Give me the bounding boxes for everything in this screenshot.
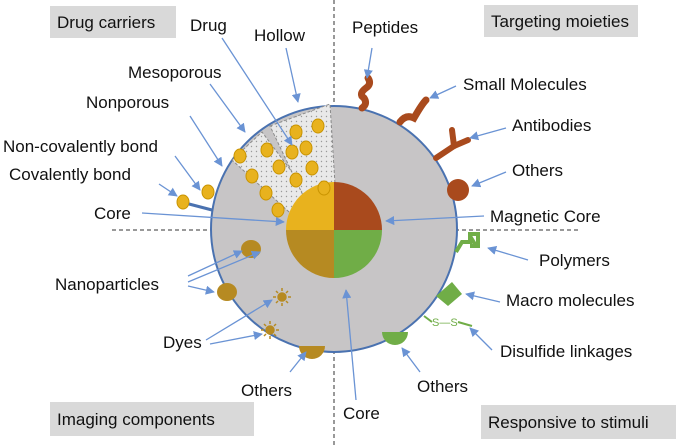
drug-dot bbox=[260, 142, 274, 158]
others-responsive-shape bbox=[382, 332, 408, 345]
label-antibodies: Antibodies bbox=[512, 116, 591, 135]
label-core-left: Core bbox=[94, 204, 131, 223]
drug-dot bbox=[289, 172, 303, 188]
label-macro-molecules: Macro molecules bbox=[506, 291, 635, 310]
drug-dot bbox=[201, 184, 215, 200]
label-small-molecules: Small Molecules bbox=[463, 75, 587, 94]
others-target-shape bbox=[447, 179, 469, 201]
label-others-right-top: Others bbox=[512, 161, 563, 180]
quadrant-title-responsive-to-stimuli: Responsive to stimuli bbox=[488, 413, 649, 432]
dye-sun-icon bbox=[261, 321, 279, 339]
drug-dot bbox=[271, 202, 285, 218]
label-mesoporous: Mesoporous bbox=[128, 63, 222, 82]
label-dyes: Dyes bbox=[163, 333, 202, 352]
quadrant-box-imaging-components: Imaging components bbox=[50, 402, 254, 436]
label-hollow: Hollow bbox=[254, 26, 306, 45]
drug-dot bbox=[289, 124, 303, 140]
drug-dot bbox=[317, 180, 331, 196]
disulfide-shape: S—S bbox=[423, 315, 473, 329]
quadrant-title-drug-carriers: Drug carriers bbox=[57, 13, 155, 32]
drug-dot bbox=[245, 168, 259, 184]
drug-dot bbox=[285, 144, 299, 160]
drug-molecules bbox=[176, 118, 331, 218]
imaging-core bbox=[286, 230, 334, 278]
quadrant-title-imaging-components: Imaging components bbox=[57, 410, 215, 429]
drug-dot bbox=[259, 185, 273, 201]
quadrant-box-targeting-moieties: Targeting moieties bbox=[484, 5, 638, 37]
drug-dot bbox=[176, 194, 190, 210]
antibody-shape bbox=[433, 127, 471, 161]
small-molecule-shape bbox=[396, 96, 430, 126]
drug-dot bbox=[233, 148, 247, 164]
label-others-left-bottom: Others bbox=[241, 381, 292, 400]
quadrant-box-drug-carriers: Drug carriers bbox=[50, 6, 176, 38]
drug-dot bbox=[272, 159, 286, 175]
drug-dot bbox=[305, 160, 319, 176]
label-drug: Drug bbox=[190, 16, 227, 35]
label-magnetic-core: Magnetic Core bbox=[490, 207, 601, 226]
drug-dot bbox=[311, 118, 325, 134]
covalent-bond-linker bbox=[188, 202, 213, 212]
pointer-arrows bbox=[141, 37, 529, 401]
peptide-shape bbox=[357, 74, 374, 112]
label-core-bottom: Core bbox=[343, 404, 380, 423]
label-peptides: Peptides bbox=[352, 18, 418, 37]
label-disulfide-linkages: Disulfide linkages bbox=[500, 342, 632, 361]
label-nonporous: Nonporous bbox=[86, 93, 169, 112]
label-noncovalent: Non-covalently bond bbox=[3, 137, 158, 156]
responsive-core bbox=[334, 230, 382, 278]
quadrant-title-targeting-moieties: Targeting moieties bbox=[491, 12, 629, 31]
magnetic-core bbox=[334, 182, 382, 230]
polymer-shape bbox=[454, 232, 480, 254]
nanoparticle-dot bbox=[217, 283, 237, 301]
drug-dot bbox=[299, 140, 313, 156]
disulfide-glyph: S—S bbox=[432, 317, 458, 329]
label-nanoparticles: Nanoparticles bbox=[55, 275, 159, 294]
label-covalent: Covalently bond bbox=[9, 165, 131, 184]
others-imaging-shape bbox=[299, 346, 325, 359]
dye-sun-icon bbox=[273, 288, 291, 306]
macro-molecule-shape bbox=[436, 282, 462, 306]
label-others-right-bottom: Others bbox=[417, 377, 468, 396]
label-polymers: Polymers bbox=[539, 251, 610, 270]
quadrant-box-responsive-to-stimuli: Responsive to stimuli bbox=[481, 405, 676, 439]
